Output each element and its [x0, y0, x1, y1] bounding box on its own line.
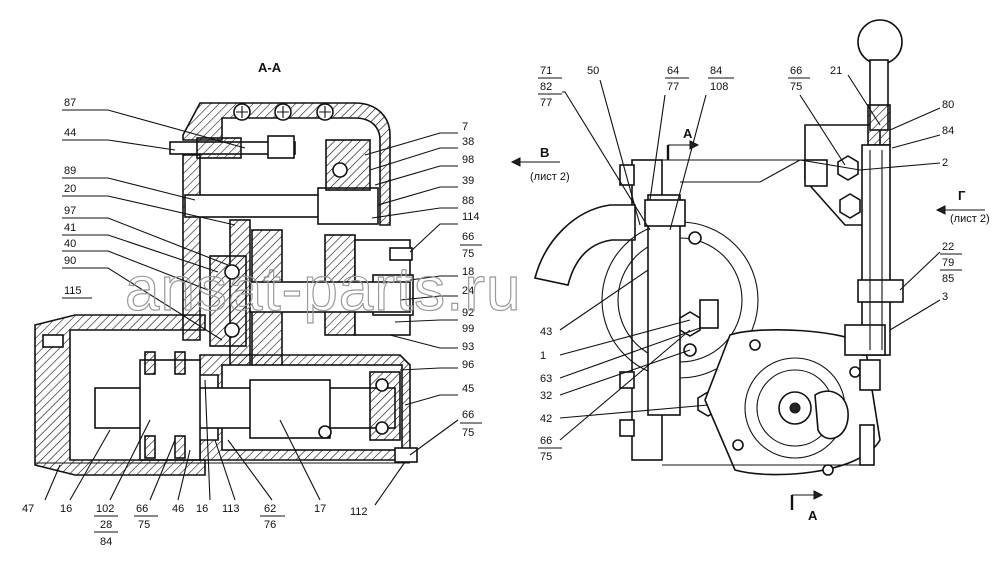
leader-lines-left [44, 109, 459, 506]
part-label: 44 [64, 127, 76, 139]
part-label: 45 [462, 383, 474, 395]
part-label: 39 [462, 175, 474, 187]
arrow-b-note: (лист 2) [530, 171, 570, 183]
part-label: 63 [540, 373, 552, 385]
part-label: 20 [64, 183, 76, 195]
part-label: 96 [462, 359, 474, 371]
part-label: 79 [942, 257, 954, 269]
part-label: 112 [350, 506, 368, 518]
part-label: 66 [462, 231, 474, 243]
part-label: 99 [462, 323, 474, 335]
part-label: 2 [942, 157, 948, 169]
part-label: 85 [942, 273, 954, 285]
part-label: 17 [314, 503, 326, 515]
part-label: 3 [942, 291, 948, 303]
left-part-labels: 87 44 89 20 97 41 40 90 115 [64, 97, 82, 297]
part-label: 77 [540, 97, 552, 109]
part-label: 75 [790, 81, 802, 93]
part-label: 92 [462, 307, 474, 319]
part-label: 18 [462, 266, 474, 278]
part-label: 16 [196, 503, 208, 515]
part-label: 43 [540, 326, 552, 338]
part-label: 42 [540, 413, 552, 425]
part-label: 47 [22, 503, 34, 515]
part-label: 66 [540, 435, 552, 447]
part-label: 41 [64, 222, 76, 234]
part-label: 87 [64, 97, 76, 109]
part-label: 62 [264, 503, 276, 515]
part-label: 89 [64, 165, 76, 177]
part-label: 22 [942, 241, 954, 253]
part-label: 21 [830, 65, 842, 77]
part-label: 75 [540, 451, 552, 463]
arrow-b-letter: В [540, 145, 549, 160]
part-label: 28 [100, 519, 112, 531]
right-view-right-labels: 80 84 2 22 79 85 3 [940, 99, 962, 303]
part-label: 98 [462, 154, 474, 166]
part-label: 38 [462, 136, 474, 148]
part-label: 40 [64, 238, 76, 250]
part-label: 82 [540, 81, 552, 93]
part-label: 50 [587, 65, 599, 77]
top-bolts [233, 103, 334, 121]
part-label: 108 [710, 81, 728, 93]
part-label: 46 [172, 503, 184, 515]
part-label: 71 [540, 65, 552, 77]
part-label: 90 [64, 255, 76, 267]
part-label: 77 [667, 81, 679, 93]
part-label: 97 [64, 205, 76, 217]
right-part-labels: 7 38 98 39 88 114 66 75 18 24 92 99 93 9… [350, 121, 482, 518]
part-label: 115 [64, 285, 82, 297]
part-label: 113 [222, 503, 240, 515]
section-mark-bottom: А [808, 508, 818, 523]
section-mark-top: А [683, 126, 693, 141]
leader-lines-right [559, 74, 941, 441]
part-label: 88 [462, 195, 474, 207]
part-label: 24 [462, 285, 474, 297]
part-label: 32 [540, 390, 552, 402]
part-label: 66 [136, 503, 148, 515]
part-label: 75 [462, 248, 474, 260]
part-label: 66 [790, 65, 802, 77]
watermark: ansat-parts.ru [125, 255, 522, 324]
part-label: 75 [138, 519, 150, 531]
part-label: 102 [96, 503, 114, 515]
part-label: 16 [60, 503, 72, 515]
part-label: 84 [100, 536, 112, 548]
part-label: 64 [667, 65, 679, 77]
part-label: 114 [462, 211, 480, 223]
right-view-left-labels: 43 1 63 32 42 66 75 [538, 326, 562, 463]
bottom-part-labels: 47 16 102 28 84 66 75 46 16 113 62 76 17 [22, 503, 326, 548]
part-label: 80 [942, 99, 954, 111]
part-label: 84 [710, 65, 722, 77]
arrow-g-letter: Г [958, 188, 966, 203]
part-label: 1 [540, 350, 546, 362]
part-label: 75 [462, 427, 474, 439]
part-label: 66 [462, 409, 474, 421]
part-label: 76 [264, 519, 276, 531]
section-title: А-А [258, 60, 282, 75]
part-label: 84 [942, 125, 954, 137]
section-marks [510, 140, 985, 510]
right-view-top-labels: 71 82 77 50 64 77 84 108 66 75 21 [538, 65, 842, 109]
section-view-aa [34, 102, 418, 476]
arrow-g-note: (лист 2) [950, 213, 990, 225]
part-label: 7 [462, 121, 468, 133]
part-label: 93 [462, 341, 474, 353]
